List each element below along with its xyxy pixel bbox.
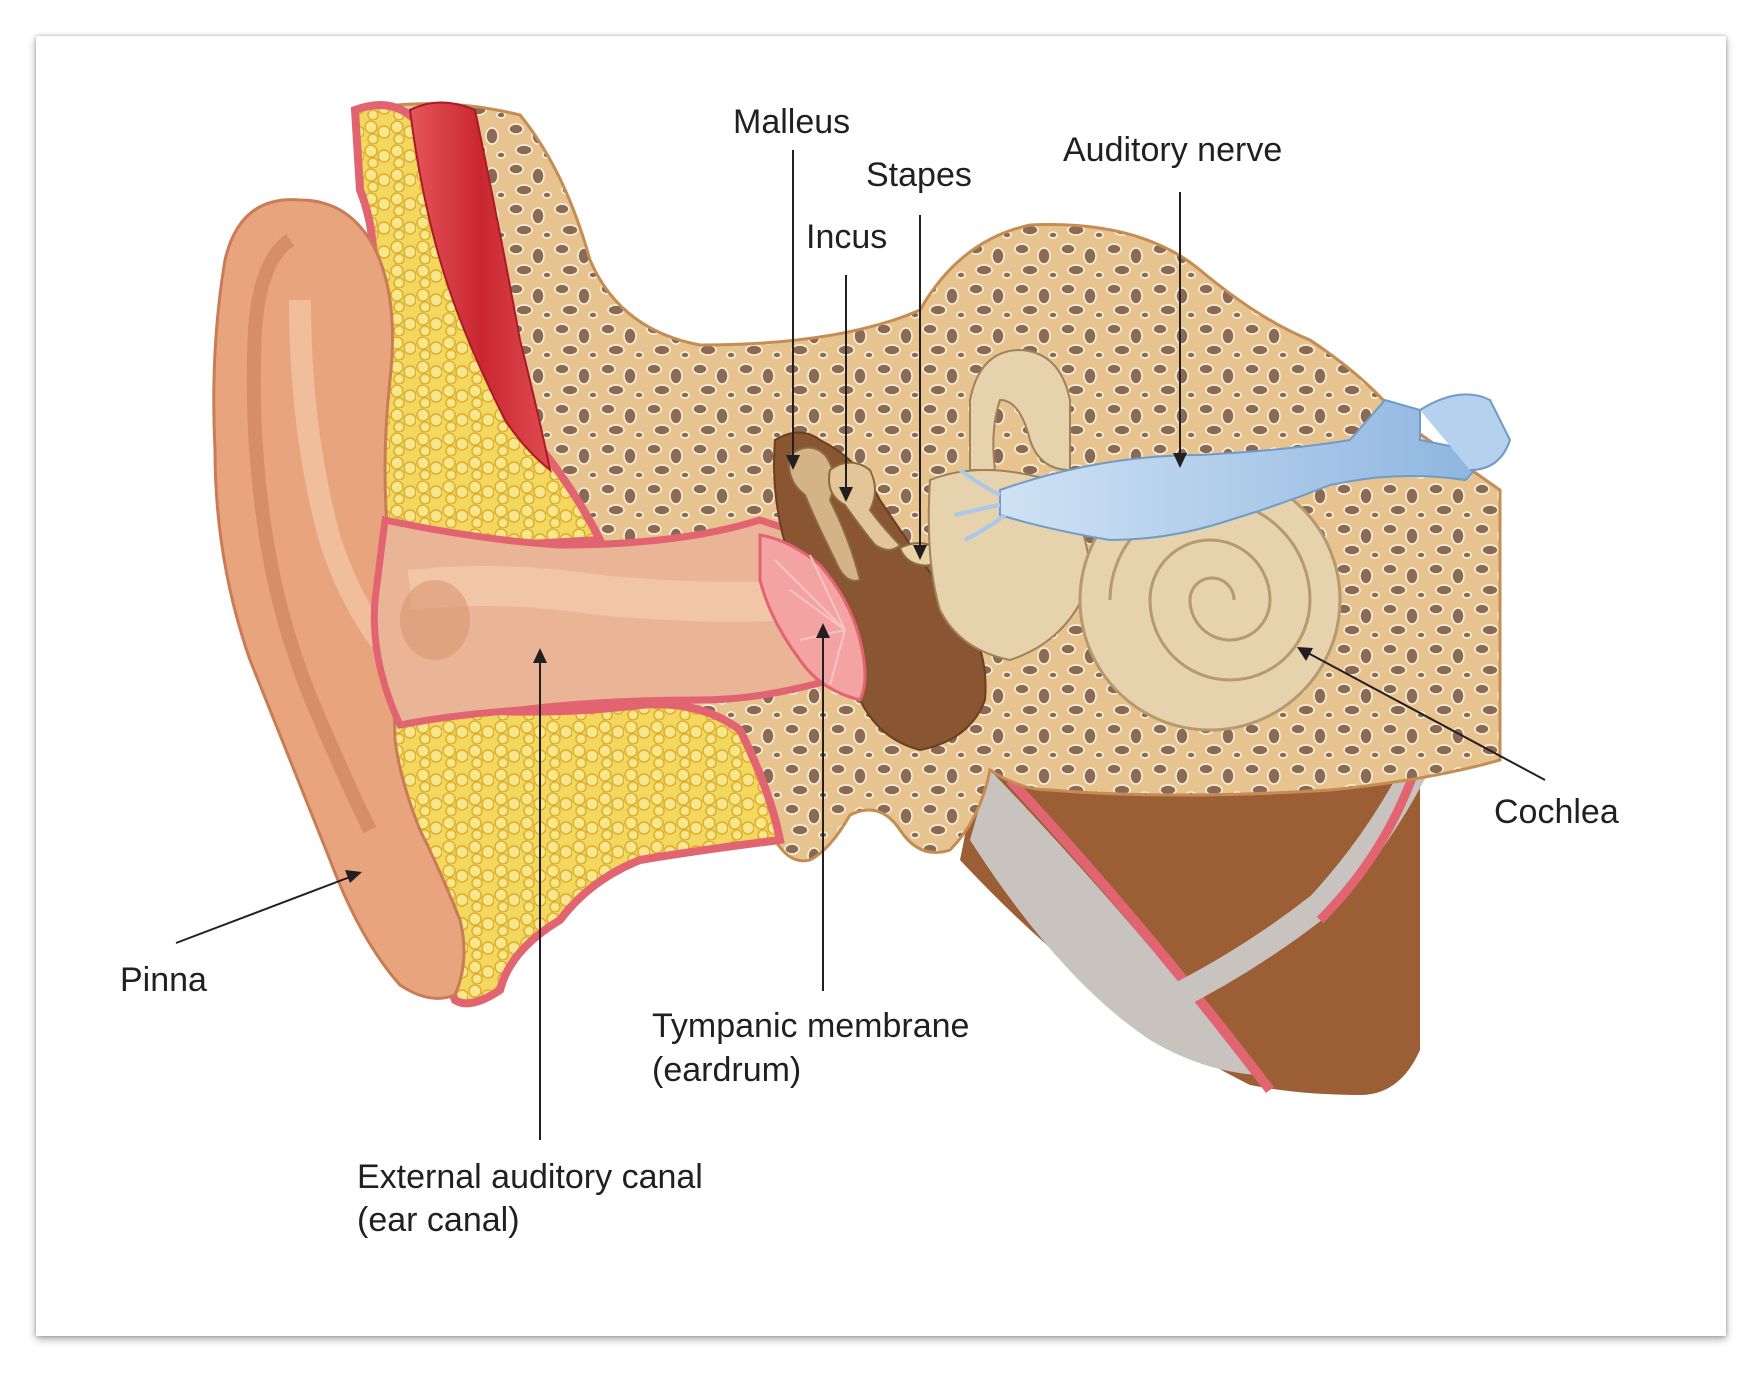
pinna-helix-inner (246, 234, 377, 834)
lower-brown-tissue (960, 760, 1420, 1095)
leader-cochlea (1307, 652, 1546, 781)
label-incus: Incus (806, 218, 888, 256)
muscle (408, 101, 552, 473)
label-tympanic-line1: Tympanic membrane (652, 1007, 970, 1045)
leader-pinna (175, 876, 351, 944)
arrowheads (345, 453, 1313, 883)
malleus (788, 446, 862, 582)
tympanic-membrane (758, 533, 867, 702)
label-auditory-nerve: Auditory nerve (1063, 131, 1283, 169)
label-stapes: Stapes (866, 156, 972, 194)
pink-lining-lower (1006, 776, 1274, 1094)
label-canal-line2: (ear canal) (357, 1201, 520, 1239)
auditory-nerve (999, 398, 1475, 542)
semicircular-canals (969, 348, 1071, 472)
label-malleus: Malleus (733, 103, 851, 141)
leader-lines (175, 150, 1546, 1140)
label-cochlea: Cochlea (1494, 793, 1619, 831)
label-pinna: Pinna (120, 961, 207, 999)
label-canal-line1: External auditory canal (357, 1158, 703, 1196)
pinna-outer (212, 198, 466, 1000)
label-tympanic-line2: (eardrum) (652, 1051, 802, 1089)
